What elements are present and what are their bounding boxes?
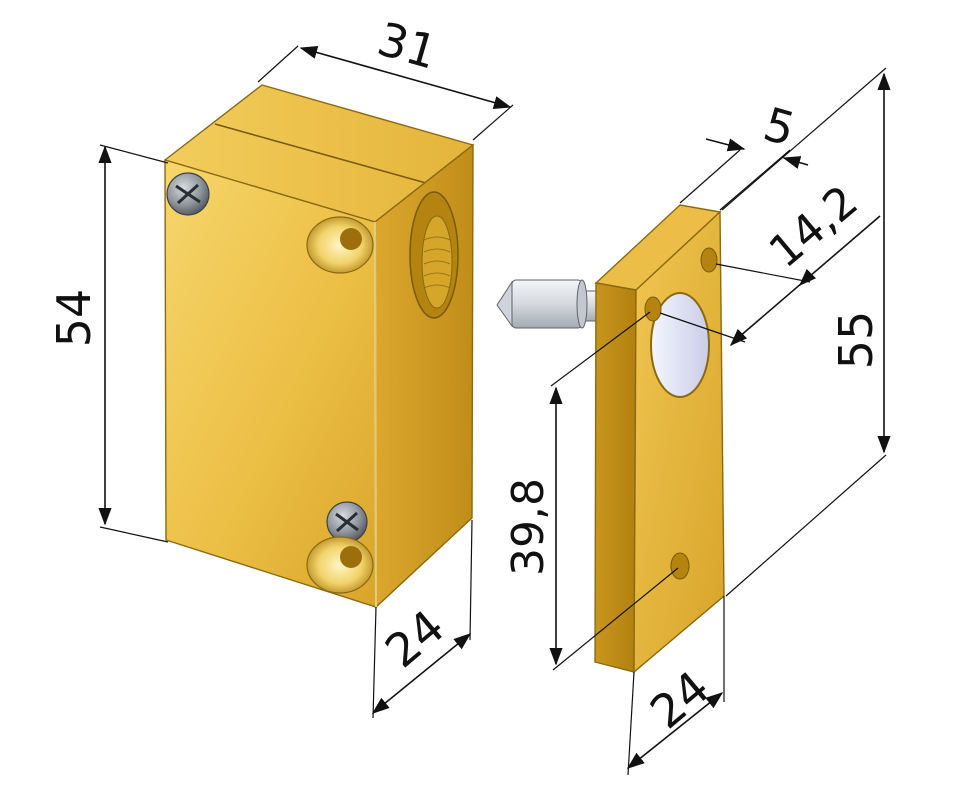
dimension-strike-height [721, 67, 891, 597]
mounting-hole-icon [670, 552, 690, 580]
dimension-body-width [257, 45, 514, 141]
label-strike-hole-spacing: 39,8 [503, 478, 554, 576]
lock-body [163, 84, 475, 609]
dimension-strike-hole-spacing [549, 311, 679, 671]
mounting-hole-icon [700, 247, 718, 273]
label-strike-hole-offset: 14,2 [760, 176, 868, 278]
dimension-body-height [98, 144, 169, 543]
label-strike-width: 24 [640, 660, 720, 739]
strike-plate [594, 204, 725, 674]
lock-body-seam [214, 123, 427, 184]
phillips-screw-icon [166, 172, 210, 216]
dimension-strike-hole-offset [659, 215, 881, 347]
strike-bore [650, 292, 710, 398]
mounting-hole-icon [644, 296, 662, 322]
mounting-hole-icon [306, 216, 374, 274]
strike-plate-side-face [594, 282, 637, 673]
label-body-depth: 24 [375, 599, 455, 678]
dimension-strike-thickness [679, 138, 809, 211]
bore-thread [423, 236, 451, 289]
strike-plate-front-face [633, 210, 725, 674]
label-body-width: 31 [372, 12, 443, 80]
label-body-height: 54 [47, 289, 101, 348]
dimension-body-depth [371, 519, 473, 719]
phillips-screw-icon [326, 501, 368, 543]
latch-bolt-icon [496, 279, 603, 329]
mounting-hole-icon [306, 536, 374, 594]
dimension-strike-width [626, 596, 725, 776]
label-strike-height: 55 [829, 311, 883, 370]
